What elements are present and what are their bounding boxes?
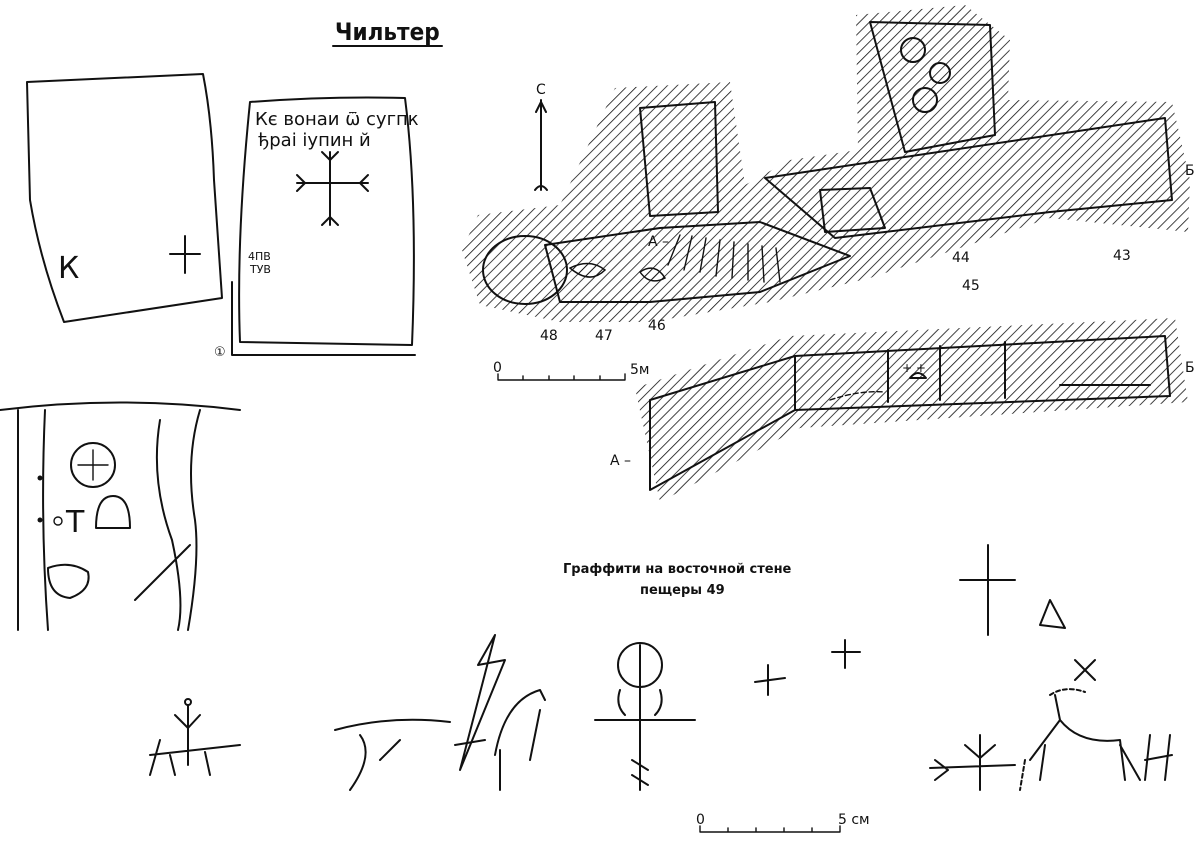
- section-b-label: Б: [1185, 163, 1195, 179]
- mark-line-2: ТУВ: [249, 263, 271, 276]
- room-label-47: 47: [595, 328, 613, 344]
- forked-cross-icon: [296, 151, 369, 226]
- section-a-label: А –: [648, 234, 669, 250]
- figure-number: ①: [214, 345, 226, 360]
- north-label: С: [536, 82, 546, 98]
- svg-text:0: 0: [696, 812, 705, 828]
- inscription-line-2: ђраі іупин й: [258, 130, 371, 151]
- graffiti-scale-bar: 0 5 см: [696, 812, 870, 833]
- room-label-46: 46: [648, 318, 666, 334]
- cave-plan: С А – Б 48 47 46 44 45 43 0 5м: [462, 5, 1195, 381]
- sheet-title: Чильтер: [335, 18, 440, 46]
- room-label-48: 48: [540, 328, 558, 344]
- slab-letter: Т: [65, 505, 85, 540]
- room-label-44: 44: [952, 250, 970, 266]
- stone-right: Кє вонаи ѿ сугпк ђраі іупин й 4ПВ ТУВ ①: [214, 96, 419, 360]
- svg-text:5 см: 5 см: [838, 812, 870, 828]
- mark-line-1: 4ПВ: [248, 250, 271, 263]
- svg-text:+ +: + +: [902, 361, 926, 375]
- plan-scale-bar: 0 5м: [493, 360, 649, 381]
- cross-icon: [169, 235, 201, 274]
- room-label-45: 45: [962, 278, 980, 294]
- slab: Т: [0, 401, 241, 631]
- inscription-line-1: Кє вонаи ѿ сугпк: [255, 109, 419, 130]
- graffiti-caption-line-2: пещеры 49: [640, 583, 725, 598]
- cave-section: + + А – Б: [610, 318, 1195, 502]
- arch-icon: [95, 495, 131, 529]
- room-top: [869, 21, 996, 153]
- room-44: [764, 117, 1173, 239]
- svg-text:5м: 5м: [630, 362, 649, 378]
- graffiti-caption-line-1: Граффити на восточной стене: [563, 562, 792, 577]
- graffiti-figures: [149, 544, 1173, 791]
- room-label-43: 43: [1113, 248, 1131, 264]
- svg-text:0: 0: [493, 360, 502, 376]
- stone-left: К: [26, 73, 223, 323]
- section-b-label: Б: [1185, 360, 1195, 376]
- room-48: [482, 235, 568, 305]
- room-47: [639, 101, 719, 217]
- passage: [544, 221, 851, 303]
- stone-letter: К: [58, 251, 79, 286]
- circled-cross-icon: [70, 442, 116, 488]
- section-a-label: А –: [610, 453, 631, 469]
